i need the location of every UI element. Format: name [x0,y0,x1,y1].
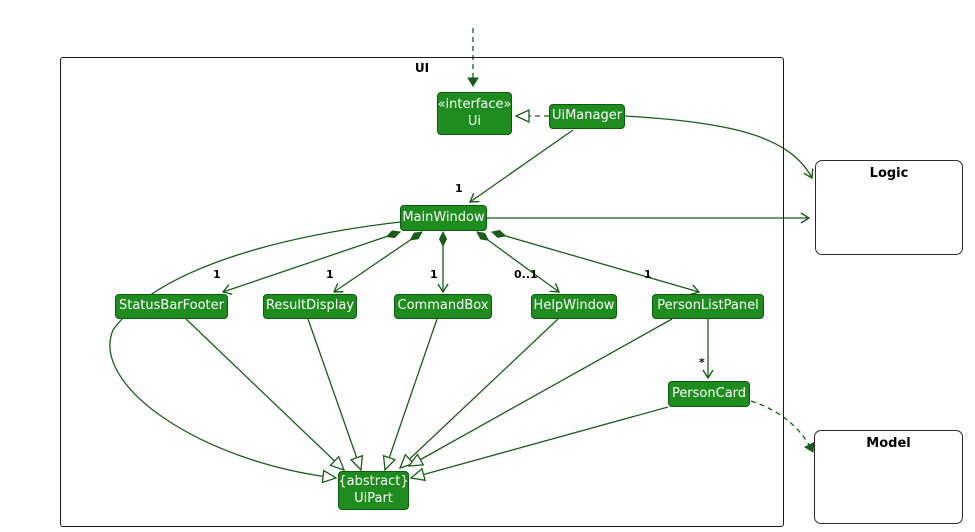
resultdisplay-name: ResultDisplay [265,298,355,314]
edge-personcard-uipart [409,406,669,482]
multiplicity-personcard: * [699,356,705,369]
class-node-helpwindow: HelpWindow [531,294,617,319]
uimanager-name: UiManager [551,108,623,124]
edge-personlistpanel-uipart [407,318,673,467]
ui-frame-label: UI [414,61,430,75]
statusbarfooter-name: StatusBarFooter [118,298,224,314]
class-node-resultdisplay: ResultDisplay [263,294,357,319]
ui-package-frame: UI [60,57,784,527]
multiplicity-personlistpanel: 1 [644,268,652,281]
edge-mainwindow-uipart [109,221,401,484]
edge-statusbarfooter-uipart [185,318,346,472]
class-node-mainwindow: MainWindow [400,205,487,231]
model-label: Model [866,436,911,451]
personlistpanel-name: PersonListPanel [657,298,759,314]
edge-uimanager-mainwindow [468,129,574,203]
helpwindow-name: HelpWindow [533,298,615,314]
edge-helpwindow-uipart [398,318,559,470]
uipart-stereotype: {abstract} [338,474,409,490]
multiplicity-uimanager-mainwindow: 1 [455,182,463,195]
ui-interface-name: Ui [467,113,482,129]
edge-resultdisplay-uipart [307,318,364,472]
component-node-logic: Logic [815,160,963,255]
commandbox-name: CommandBox [397,298,489,314]
ui-interface-stereotype: «interface» [437,97,512,113]
personcard-name: PersonCard [671,385,747,401]
class-node-statusbarfooter: StatusBarFooter [115,294,228,319]
class-node-personcard: PersonCard [668,381,750,407]
component-node-model: Model [814,430,963,524]
class-node-uimanager: UiManager [549,104,625,129]
edge-commandbox-uipart [382,318,438,472]
mainwindow-name: MainWindow [402,209,485,225]
class-node-uipart: {abstract} UiPart [338,471,409,510]
multiplicity-commandbox: 1 [430,268,438,281]
edge-mainwindow-personlistpanel [490,230,701,296]
uipart-name: UiPart [354,490,393,506]
class-node-commandbox: CommandBox [394,294,492,319]
class-node-personlistpanel: PersonListPanel [652,294,764,319]
logic-label: Logic [869,166,909,181]
multiplicity-resultdisplay: 1 [326,268,334,281]
class-node-ui-interface: «interface» Ui [437,92,512,135]
edge-mainwindow-resultdisplay [332,231,423,293]
multiplicity-helpwindow: 0..1 [514,268,538,281]
edge-uimanager-logic [624,115,814,180]
edge-personcard-model [750,400,815,453]
multiplicity-statusbarfooter: 1 [213,268,221,281]
